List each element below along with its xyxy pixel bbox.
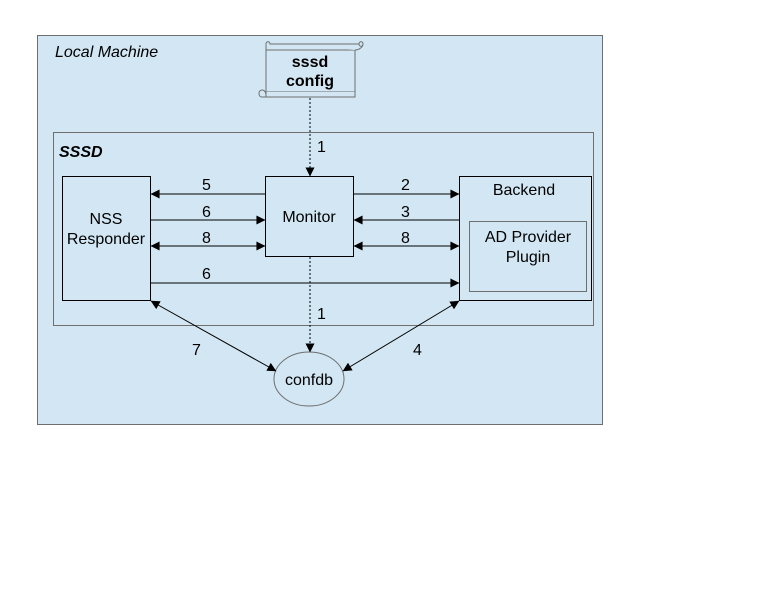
monitor-box xyxy=(265,176,354,257)
confdb-label: confdb xyxy=(285,372,333,389)
arrow-label-backend-confdb: 4 xyxy=(413,342,422,359)
ad-provider-line1: AD Provider xyxy=(485,229,572,246)
ad-provider-line2: Plugin xyxy=(506,249,550,266)
ad-provider-box xyxy=(469,221,587,292)
arrow-backend-confdb xyxy=(342,300,460,372)
arrow-label-monitor-backend-bidirectional: 8 xyxy=(401,230,410,247)
arrow-nss-confdb xyxy=(150,300,277,372)
arrow-label-nss-to-monitor: 6 xyxy=(202,204,211,221)
local-machine-label: Local Machine xyxy=(55,44,158,61)
nss-responder-line2: Responder xyxy=(67,231,146,248)
arrow-label-nss-monitor-bidirectional: 8 xyxy=(202,230,211,247)
nss-responder-box xyxy=(62,176,151,301)
arrow-label-monitor-to-confdb: 1 xyxy=(317,306,326,323)
arrow-label-nss-to-backend: 6 xyxy=(202,266,211,283)
sssd-label: SSSD xyxy=(59,144,103,161)
nss-responder-line1: NSS xyxy=(90,211,123,228)
arrow-label-config-to-monitor: 1 xyxy=(317,139,326,156)
monitor-label: Monitor xyxy=(282,209,336,226)
sssd-config-line2: config xyxy=(286,73,334,90)
arrow-label-monitor-to-nss: 5 xyxy=(202,177,211,194)
backend-label: Backend xyxy=(493,182,555,199)
arrow-label-backend-to-monitor: 3 xyxy=(401,204,410,221)
sssd-config-document: sssd config xyxy=(258,41,364,98)
sssd-config-line1: sssd xyxy=(292,54,328,71)
arrow-label-nss-confdb: 7 xyxy=(192,342,201,359)
arrow-label-monitor-to-backend: 2 xyxy=(401,177,410,194)
